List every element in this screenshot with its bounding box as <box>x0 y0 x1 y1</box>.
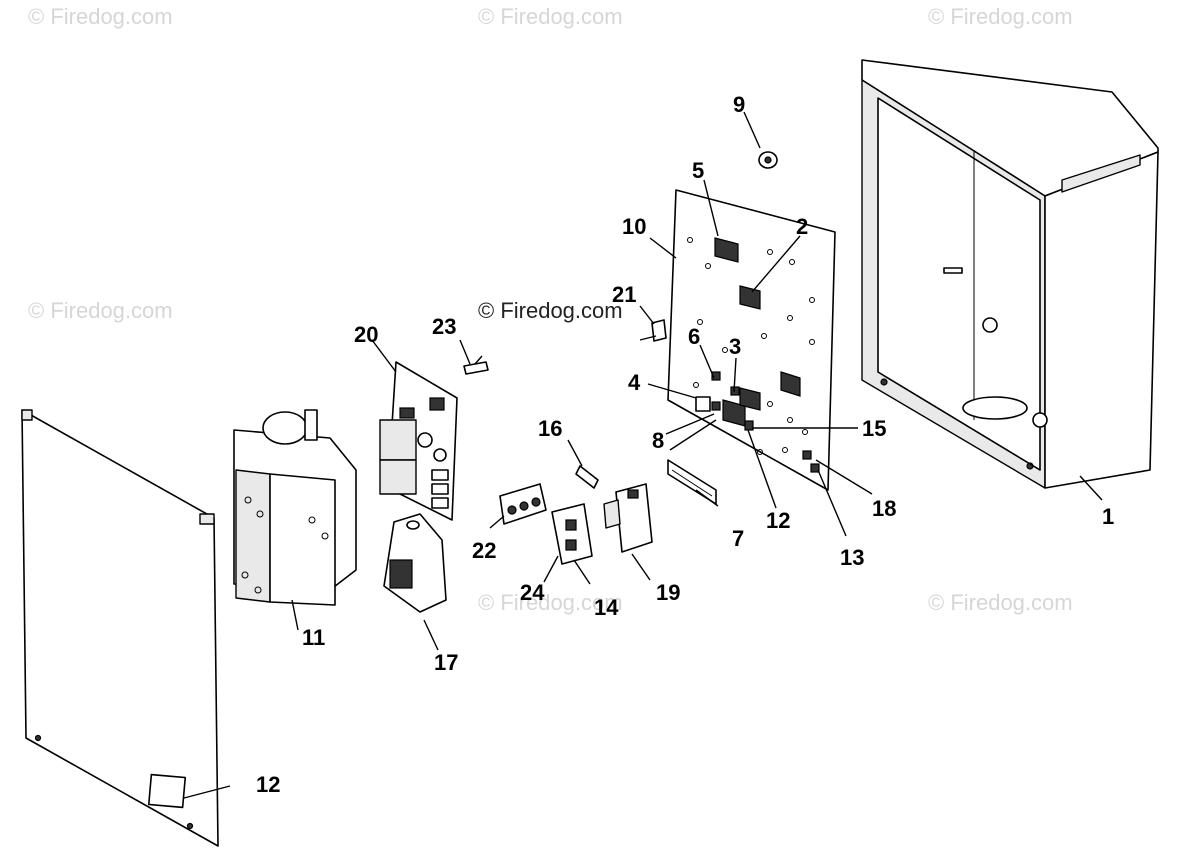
small-bracket <box>639 319 667 342</box>
callout-10: 10 <box>622 214 646 239</box>
small-contactor <box>551 503 593 565</box>
front-cover <box>21 409 219 847</box>
leader-lines <box>183 111 1103 799</box>
callout-labels: 1 2 3 4 5 6 7 8 9 10 11 12 12 13 14 15 1… <box>256 92 1114 797</box>
watermark: © Firedog.com <box>28 298 173 323</box>
callout-6: 6 <box>688 324 700 349</box>
callout-12: 12 <box>766 508 790 533</box>
watermark: © Firedog.com <box>928 590 1073 615</box>
callout-11: 11 <box>302 625 325 650</box>
watermark: © Firedog.com <box>478 4 623 29</box>
callout-21: 21 <box>612 282 636 307</box>
watermark: © Firedog.com <box>478 590 623 615</box>
contactor-assembly <box>233 409 357 606</box>
callout-4: 4 <box>628 370 641 395</box>
terminal-strip <box>499 483 547 525</box>
callout-24: 24 <box>520 580 545 605</box>
callout-13: 13 <box>840 545 864 570</box>
callout-15: 15 <box>862 416 886 441</box>
back-plate <box>667 189 836 491</box>
callout-9: 9 <box>733 92 745 117</box>
circuit-breaker <box>603 483 653 553</box>
circuit-board <box>379 361 458 521</box>
callout-14: 14 <box>594 595 619 620</box>
callout-1: 1 <box>1102 504 1114 529</box>
screw <box>463 355 489 375</box>
callout-22: 22 <box>472 538 496 563</box>
callout-12: 12 <box>256 772 280 797</box>
watermark: © Firedog.com <box>28 4 173 29</box>
terminal-block <box>383 513 447 613</box>
fuse <box>575 465 599 489</box>
callout-5: 5 <box>692 158 704 183</box>
callout-7: 7 <box>732 526 744 551</box>
callout-19: 19 <box>656 580 680 605</box>
watermark: © Firedog.com <box>928 4 1073 29</box>
callout-8: 8 <box>652 428 664 453</box>
enclosure-box <box>861 59 1159 489</box>
din-rail <box>667 459 717 505</box>
callout-20: 20 <box>354 322 378 347</box>
callout-3: 3 <box>729 334 741 359</box>
callout-18: 18 <box>872 496 896 521</box>
callout-2: 2 <box>796 214 808 239</box>
callout-16: 16 <box>538 416 562 441</box>
grommet <box>758 151 778 169</box>
callout-17: 17 <box>434 650 458 675</box>
callout-23: 23 <box>432 314 456 339</box>
watermark-center: © Firedog.com <box>478 298 623 323</box>
